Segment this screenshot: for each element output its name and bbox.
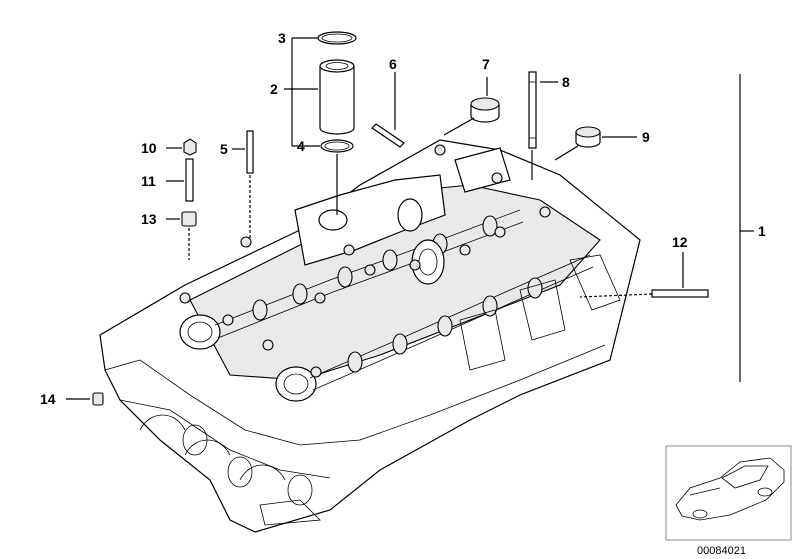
callout-labels: 3 2 4 6 7 8 9 10 5 11 13 12 1 14: [40, 30, 766, 407]
stud-bolt-8: [528, 71, 537, 149]
callout-4: 4: [297, 138, 305, 154]
o-ring-lower: [320, 139, 354, 153]
callout-3: 3: [278, 30, 286, 46]
dowel-pin: [371, 123, 405, 148]
sleeve-13: [181, 211, 197, 227]
callout-12: 12: [672, 234, 688, 250]
head-bolts: [179, 144, 551, 378]
callout-7: 7: [482, 56, 490, 72]
stud-bolt-11: [185, 158, 194, 202]
callout-leaders: [66, 37, 754, 400]
cam-lobes: [252, 215, 543, 373]
callout-13: 13: [141, 211, 157, 227]
plug-14: [92, 392, 104, 406]
cylinder-head-illustration: [99, 139, 641, 533]
callout-9: 9: [642, 129, 650, 145]
callout-1: 1: [758, 223, 766, 239]
stud-bolt-12: [651, 289, 709, 298]
sealing-plug-9: [575, 126, 601, 148]
camshaft-bore: [179, 314, 221, 350]
nut-10: [183, 138, 197, 156]
sealing-plug-7: [470, 97, 500, 123]
callout-10: 10: [141, 140, 157, 156]
callout-6: 6: [389, 56, 397, 72]
stud-bolt-5: [246, 130, 254, 174]
callout-8: 8: [562, 74, 570, 90]
callout-14: 14: [40, 391, 56, 407]
callout-11: 11: [141, 173, 156, 189]
o-ring-upper: [317, 31, 357, 45]
camshaft-bore: [275, 366, 317, 402]
callout-5: 5: [220, 141, 228, 157]
document-id: 00084021: [697, 545, 746, 557]
spark-plug-sleeve: [319, 59, 355, 135]
car-silhouette-icon: [675, 457, 785, 521]
callout-2: 2: [270, 81, 278, 97]
vehicle-locator-thumbnail: [665, 445, 792, 541]
